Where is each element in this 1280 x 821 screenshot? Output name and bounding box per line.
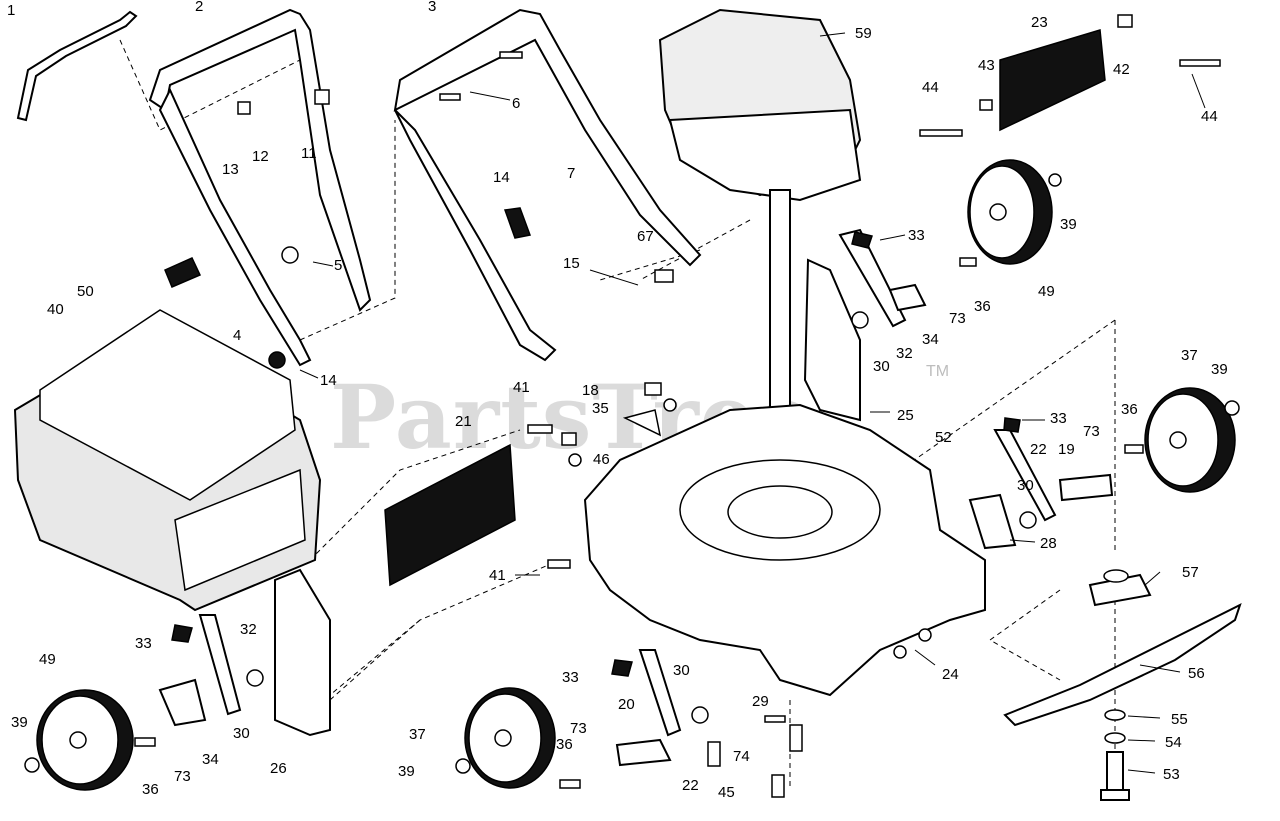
wheel-rear-top [967, 159, 1053, 265]
engine [658, 8, 862, 521]
callout-73-top: 73 [949, 310, 966, 327]
callout-33-top: 33 [908, 227, 925, 244]
callout-30-left: 30 [233, 725, 250, 742]
callout-12: 12 [252, 148, 269, 165]
callout-54: 54 [1165, 734, 1182, 751]
callout-36-top: 36 [974, 298, 991, 315]
callout-28: 28 [1040, 535, 1057, 552]
callout-41-top: 41 [513, 379, 530, 396]
callout-19: 19 [1058, 441, 1075, 458]
callout-22-bottom: 22 [682, 777, 699, 794]
callout-35: 35 [592, 400, 609, 417]
callout-15: 15 [563, 255, 580, 272]
callout-43: 43 [978, 57, 995, 74]
callout-34-top: 34 [922, 331, 939, 348]
callout-30-top: 30 [873, 358, 890, 375]
callout-37-right: 37 [1181, 347, 1198, 364]
callout-26: 26 [270, 760, 287, 777]
wheel-rear-right [1144, 387, 1236, 493]
callout-24: 24 [942, 666, 959, 683]
callout-44-right: 44 [1201, 108, 1218, 125]
callouts: 1 2 3 4 5 6 7 11 12 13 14 14 15 18 19 20… [7, 0, 1228, 801]
callout-36-right: 36 [1121, 401, 1138, 418]
callout-14-handle: 14 [493, 169, 510, 186]
callout-23: 23 [1031, 14, 1048, 31]
callout-37-bottom: 37 [409, 726, 426, 743]
callout-1: 1 [7, 2, 15, 19]
callout-30-right: 30 [1017, 477, 1034, 494]
callout-25: 25 [897, 407, 914, 424]
callout-21: 21 [455, 413, 472, 430]
mower-deck [583, 403, 986, 697]
callout-67: 67 [637, 228, 654, 245]
callout-6: 6 [512, 95, 520, 112]
callout-32-top: 32 [896, 345, 913, 362]
callout-44-left: 44 [922, 79, 939, 96]
rear-flap [384, 29, 1106, 587]
callout-34-left: 34 [202, 751, 219, 768]
callout-39-right: 39 [1211, 361, 1228, 378]
hardware [24, 14, 1240, 798]
callout-56: 56 [1188, 665, 1205, 682]
callout-49-left: 49 [39, 651, 56, 668]
blade-assembly [1003, 569, 1242, 801]
wheel-front-right [464, 687, 556, 789]
callout-74: 74 [733, 748, 750, 765]
callout-39-bottom: 39 [398, 763, 415, 780]
callout-14-knob: 14 [320, 372, 337, 389]
callout-59: 59 [855, 25, 872, 42]
callout-42: 42 [1113, 61, 1130, 78]
grass-bag [13, 309, 322, 612]
callout-41-bottom: 41 [489, 567, 506, 584]
callout-46: 46 [593, 451, 610, 468]
callout-33-right: 33 [1050, 410, 1067, 427]
callout-33-left: 33 [135, 635, 152, 652]
callout-57: 57 [1182, 564, 1199, 581]
callout-36-left: 36 [142, 781, 159, 798]
callout-7: 7 [567, 165, 575, 182]
callout-39-top: 39 [1060, 216, 1077, 233]
callout-33-bottom: 33 [562, 669, 579, 686]
callout-52: 52 [935, 429, 952, 446]
upper-handle [16, 8, 702, 367]
wheel-front-left [36, 689, 134, 791]
watermark-trademark: TM [926, 363, 949, 380]
callout-50: 50 [77, 283, 94, 300]
callout-3: 3 [428, 0, 436, 15]
callout-53: 53 [1163, 766, 1180, 783]
callout-73-bottom: 73 [570, 720, 587, 737]
callout-39-left: 39 [11, 714, 28, 731]
callout-45: 45 [718, 784, 735, 801]
callout-18: 18 [582, 382, 599, 399]
callout-55: 55 [1171, 711, 1188, 728]
callout-49-top: 49 [1038, 283, 1055, 300]
callout-29: 29 [752, 693, 769, 710]
callout-11: 11 [301, 145, 317, 162]
callout-73-right: 73 [1083, 423, 1100, 440]
callout-36-bottom: 36 [556, 736, 573, 753]
callout-2: 2 [195, 0, 203, 15]
wheels [36, 159, 1236, 791]
callout-4: 4 [233, 327, 241, 344]
callout-22-right: 22 [1030, 441, 1047, 458]
brackets [158, 228, 1114, 767]
callout-30-bottom: 30 [673, 662, 690, 679]
callout-32-left: 32 [240, 621, 257, 638]
leader-lines [299, 32, 1206, 774]
callout-40: 40 [47, 301, 64, 318]
callout-73-left: 73 [174, 768, 191, 785]
callout-20: 20 [618, 696, 635, 713]
callout-13: 13 [222, 161, 239, 178]
callout-5: 5 [334, 257, 342, 274]
